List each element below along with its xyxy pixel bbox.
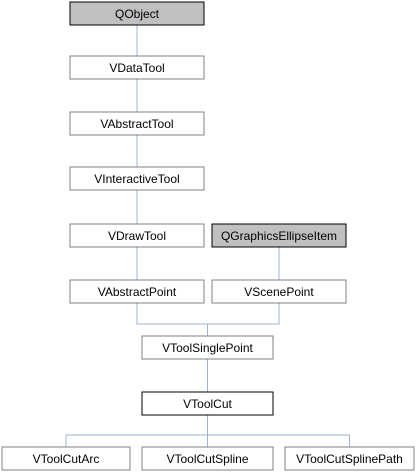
node-label-vtoolsinglepoint: VToolSinglePoint [162, 341, 253, 355]
edge-vtoolcutarc-to-vtoolcut [65, 416, 208, 447]
node-vdatatool[interactable]: VDataTool [69, 55, 205, 80]
node-label-vinteractivetool: VInteractiveTool [94, 172, 179, 186]
node-vinteractivetool[interactable]: VInteractiveTool [69, 166, 205, 191]
node-vtoolsinglepoint[interactable]: VToolSinglePoint [141, 335, 274, 360]
node-vdrawtool[interactable]: VDrawTool [69, 223, 205, 248]
node-vabstracttool[interactable]: VAbstractTool [69, 111, 205, 136]
edge-vtoolcutsplinepath-to-vtoolcut [208, 416, 350, 447]
node-qobject[interactable]: QObject [69, 1, 205, 26]
node-qgraphicsellipseitem[interactable]: QGraphicsEllipseItem [211, 223, 347, 248]
node-label-vtoolcutarc: VToolCutArc [33, 452, 100, 466]
node-vtoolcutsplinepath[interactable]: VToolCutSplinePath [284, 446, 415, 471]
node-vtoolcutspline[interactable]: VToolCutSpline [141, 446, 274, 471]
node-vtoolcutarc[interactable]: VToolCutArc [1, 446, 131, 471]
node-label-qgraphicsellipseitem: QGraphicsEllipseItem [221, 229, 337, 243]
node-label-vtoolcutspline: VToolCutSpline [166, 452, 248, 466]
node-label-vdrawtool: VDrawTool [108, 229, 166, 243]
node-label-vabstractpoint: VAbstractPoint [98, 285, 177, 299]
node-vtoolcut[interactable]: VToolCut [141, 391, 274, 416]
node-label-qobject: QObject [115, 7, 160, 21]
node-label-vscenepoint: VScenePoint [244, 285, 314, 299]
inheritance-edges [65, 26, 350, 447]
node-vscenepoint[interactable]: VScenePoint [211, 279, 347, 304]
node-label-vtoolcut: VToolCut [183, 397, 232, 411]
node-label-vtoolcutsplinepath: VToolCutSplinePath [296, 452, 403, 466]
edge-vtoolsinglepoint-to-vscenepoint [207, 304, 280, 336]
node-vabstractpoint[interactable]: VAbstractPoint [69, 279, 205, 304]
edge-vtoolsinglepoint-to-vabstractpoint [137, 304, 208, 336]
node-label-vabstracttool: VAbstractTool [100, 117, 173, 131]
node-label-vdatatool: VDataTool [109, 61, 164, 75]
